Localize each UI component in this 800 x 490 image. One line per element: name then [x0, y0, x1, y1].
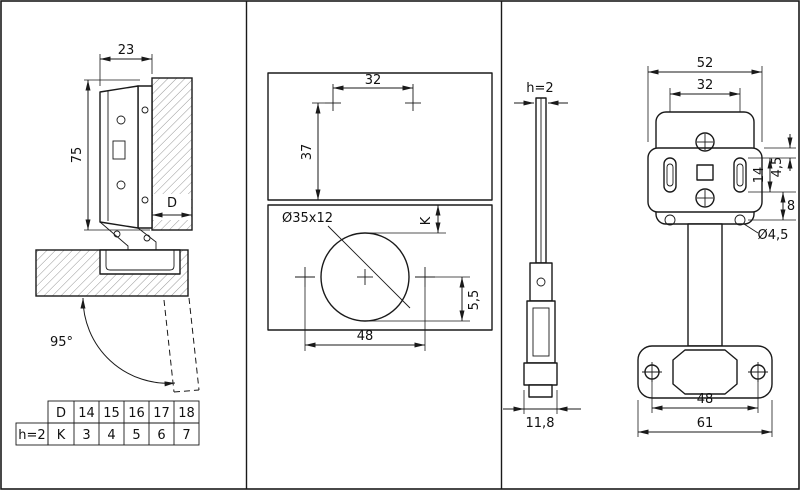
table-cell: 15 [103, 406, 120, 421]
panel-drilling-template: 32 37 Ø35x12 K [267, 72, 493, 351]
dim-flange-width: 61 [637, 400, 773, 437]
slot-right [733, 157, 747, 193]
svg-text:14: 14 [752, 167, 767, 184]
dim-flange-screw-spacing: 48 [651, 380, 759, 413]
label-hole-diameter: Ø4,5 [743, 223, 789, 243]
table-cell: 14 [78, 406, 95, 421]
dim-plate-thickness: h=2 [526, 81, 553, 96]
table-cell: 18 [178, 406, 195, 421]
dim-cup-edge: 5,5 [365, 276, 482, 322]
arm-screw [116, 180, 126, 190]
profile-joint [529, 262, 553, 302]
front-view: 52 32 [637, 56, 796, 437]
table-cell: 5 [132, 428, 140, 443]
dim-profile-depth: 11,8 [503, 390, 581, 431]
screw-top [695, 132, 715, 152]
door-swing-outline [163, 297, 200, 393]
small-hole-right [734, 214, 746, 226]
cam-square-hole [696, 164, 714, 181]
hinge-arm-front [687, 223, 723, 347]
table-cell: 6 [157, 428, 165, 443]
dim-K: K [365, 205, 446, 234]
arm-screw [116, 115, 126, 125]
profile-pivot [536, 277, 546, 287]
svg-text:4,5: 4,5 [770, 157, 785, 178]
svg-text:75: 75 [70, 147, 85, 164]
table-h-label: h=2 [18, 428, 45, 443]
screw-bottom [695, 188, 715, 208]
svg-text:Ø4,5: Ø4,5 [758, 228, 789, 243]
cup-drilling-pattern: Ø35x12 K 5,5 [267, 204, 493, 351]
hinge-cup-section [99, 249, 181, 275]
svg-text:32: 32 [697, 78, 714, 93]
opening-angle-arc [80, 297, 176, 387]
dim-arm-depth: 23 [99, 43, 153, 86]
panel-profile-and-front: h=2 11,8 [503, 56, 796, 437]
table-cell: 4 [107, 428, 115, 443]
pivot-pin [113, 230, 121, 238]
spec-table: D 14 15 16 17 18 h=2 K 3 4 5 6 7 [15, 400, 200, 446]
table-cell: 16 [128, 406, 145, 421]
svg-text:48: 48 [697, 392, 714, 407]
svg-text:K: K [419, 216, 434, 225]
dim-plate-height: 75 [70, 79, 150, 231]
svg-text:32: 32 [365, 73, 382, 88]
svg-text:8: 8 [787, 199, 795, 214]
plate-drilling-pattern: 32 37 [267, 72, 493, 201]
table-cell: K [57, 428, 66, 443]
dim-slot-length: 14 [748, 158, 796, 193]
svg-text:37: 37 [300, 144, 315, 161]
profile-arm [526, 300, 556, 364]
hinge-arm-section [99, 85, 153, 229]
svg-text:52: 52 [697, 56, 714, 71]
svg-text:48: 48 [357, 329, 374, 344]
panel-side-section-view: 95° 23 75 D [15, 43, 200, 446]
svg-text:D: D [167, 196, 177, 211]
dim-overlay-D: D [152, 194, 192, 220]
small-hole-left [664, 214, 676, 226]
table-cell: 7 [182, 428, 190, 443]
cup-bore-label: Ø35x12 [282, 211, 333, 226]
slot-left [663, 157, 677, 193]
svg-text:23: 23 [118, 43, 135, 58]
cup-octagon [672, 349, 738, 395]
dim-opening-angle: 95° [50, 335, 73, 350]
profile-cup-foot [528, 384, 553, 398]
cup-diameter-line [327, 225, 411, 309]
table-cell: D [56, 406, 66, 421]
plate-screw [141, 196, 149, 204]
svg-text:5,5: 5,5 [467, 290, 482, 311]
svg-text:61: 61 [697, 416, 714, 431]
profile-cup [523, 362, 558, 386]
svg-text:11,8: 11,8 [526, 416, 555, 431]
dim-slot-width: 8 [748, 192, 796, 221]
plate-screw [141, 106, 149, 114]
table-cell: 17 [153, 406, 170, 421]
dim-overall-width: 52 [647, 56, 763, 142]
dim-cup-screws: 48 [304, 287, 426, 351]
cup-flange [637, 345, 773, 399]
table-cell: 3 [82, 428, 90, 443]
side-profile-view: h=2 11,8 [503, 81, 581, 431]
pivot-pin [143, 234, 151, 242]
table-h-cell [15, 422, 49, 446]
